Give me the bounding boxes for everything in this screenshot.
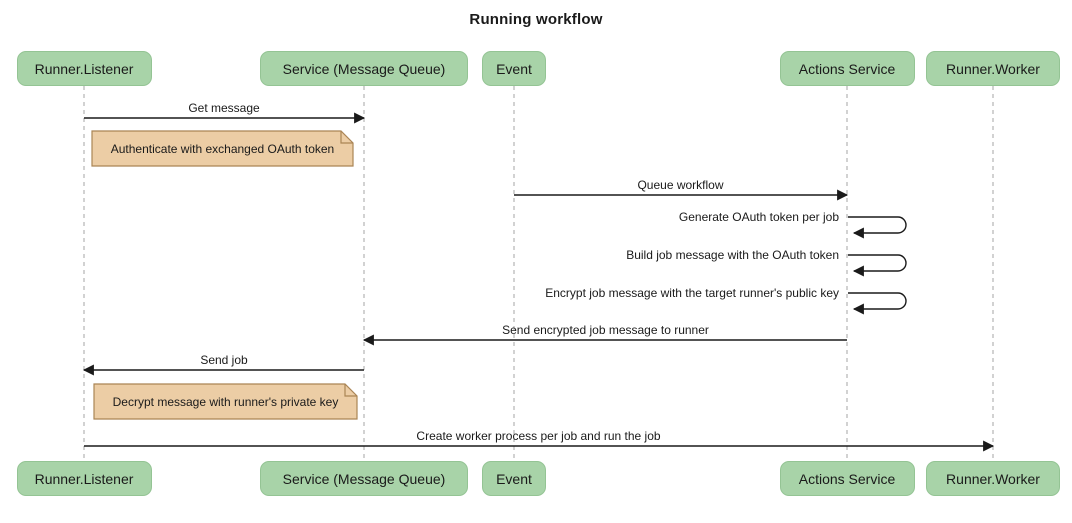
note-shape-8 <box>93 383 358 420</box>
diagram-title: Running workflow <box>469 11 603 28</box>
self-message-arrow-5 <box>848 292 907 315</box>
message-label-6: Send encrypted job message to runner <box>502 323 709 337</box>
participant-top-event: Event <box>482 51 546 86</box>
message-label-0: Get message <box>188 101 260 115</box>
participant-bottom-queue: Service (Message Queue) <box>260 461 468 496</box>
note-label-1: Authenticate with exchanged OAuth token <box>110 141 335 156</box>
note-fold-icon <box>344 384 357 397</box>
note-label-8: Decrypt message with runner's private ke… <box>112 394 339 409</box>
note-shape-1 <box>91 130 354 167</box>
note-fold-icon <box>340 131 353 144</box>
participant-top-queue: Service (Message Queue) <box>260 51 468 86</box>
self-message-label-3: Generate OAuth token per job <box>678 210 839 224</box>
participant-bottom-event: Event <box>482 461 546 496</box>
self-message-arrow-4 <box>848 254 907 277</box>
message-label-7: Send job <box>200 353 248 367</box>
self-message-arrow-3 <box>848 216 907 239</box>
message-label-2: Queue workflow <box>637 178 724 192</box>
participant-bottom-listener: Runner.Listener <box>16 461 152 496</box>
message-label-9: Create worker process per job and run th… <box>416 429 661 443</box>
participant-top-actions: Actions Service <box>779 51 915 86</box>
participant-top-worker: Runner.Worker <box>926 51 1060 86</box>
participant-bottom-actions: Actions Service <box>779 461 915 496</box>
participant-bottom-worker: Runner.Worker <box>926 461 1060 496</box>
self-message-label-4: Build job message with the OAuth token <box>626 248 839 262</box>
participant-top-listener: Runner.Listener <box>16 51 152 86</box>
self-message-label-5: Encrypt job message with the target runn… <box>545 286 839 300</box>
